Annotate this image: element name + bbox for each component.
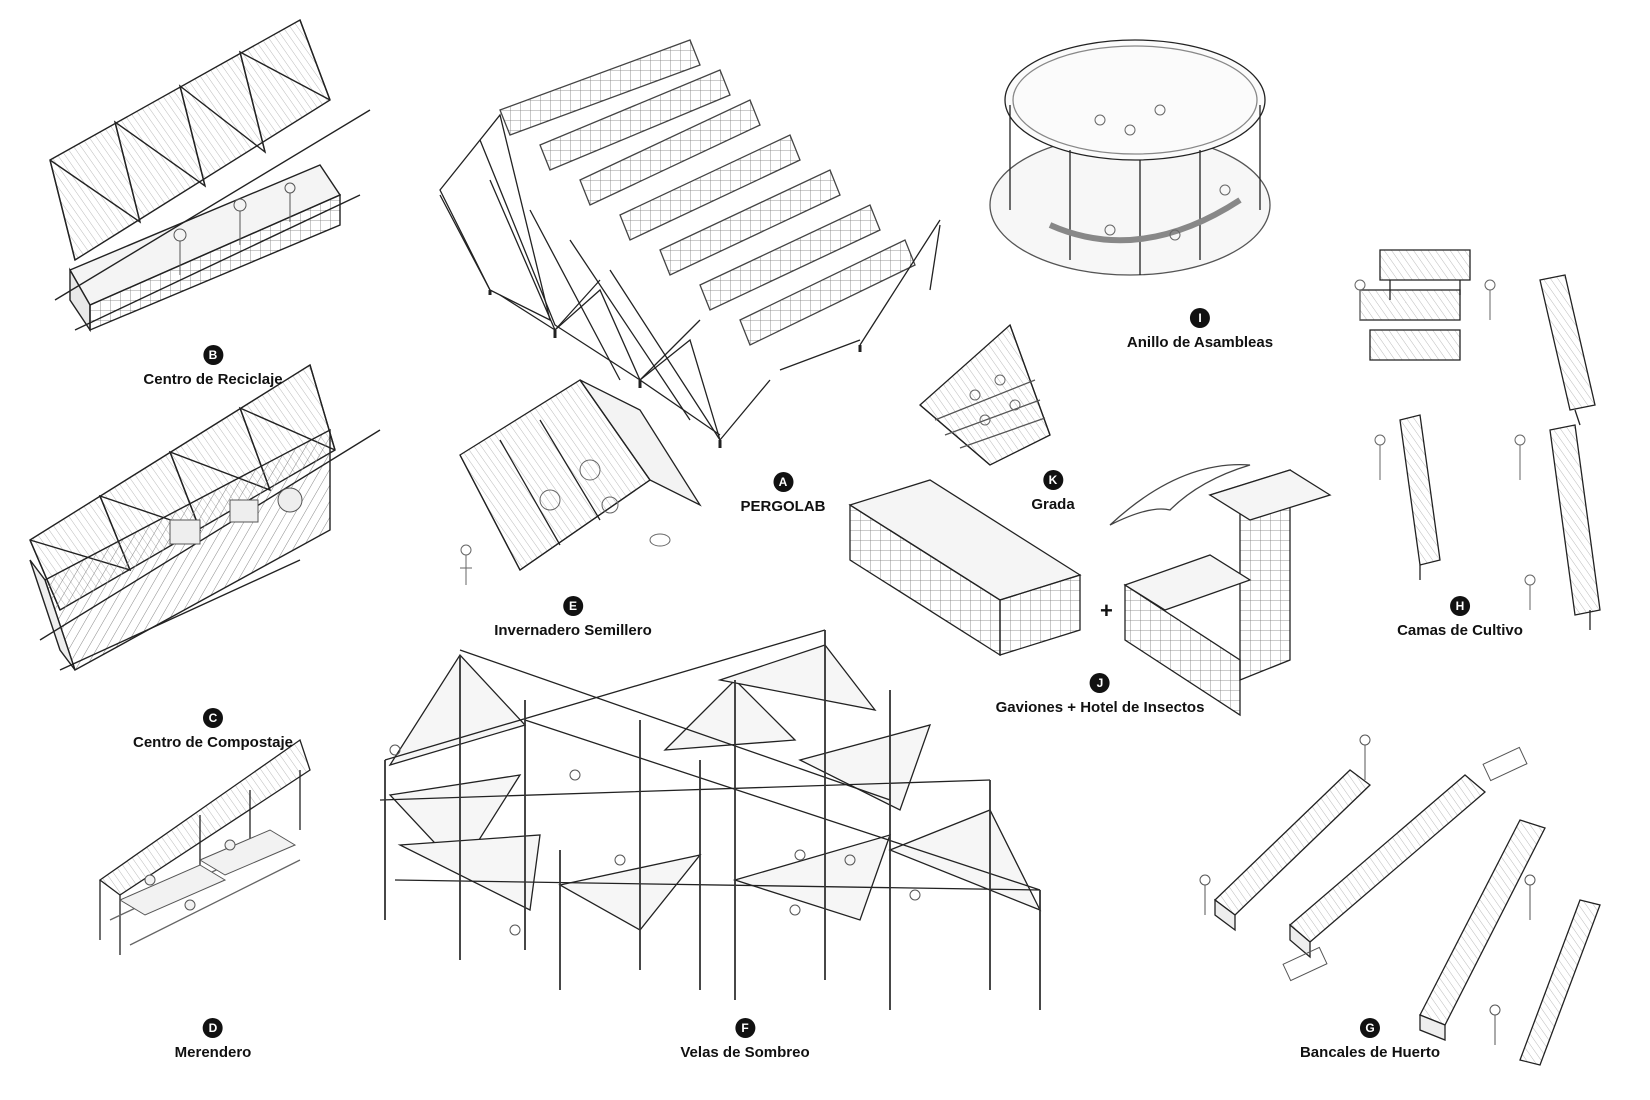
item-label-c: C Centro de Compostaje <box>133 708 293 751</box>
gabion-insect-hotel-drawing <box>850 465 1330 715</box>
recycling-center-drawing <box>50 20 370 330</box>
garden-beds-drawing <box>1200 735 1600 1065</box>
compost-center-drawing <box>30 365 380 670</box>
assembly-ring-drawing <box>990 40 1270 275</box>
item-label-k: K Grada <box>1031 470 1075 513</box>
badge-f: F <box>734 1018 755 1038</box>
badge-d: D <box>203 1018 223 1038</box>
badge-h: H <box>1450 596 1470 616</box>
title-greenhouse: Invernadero Semillero <box>494 622 652 639</box>
badge-b: B <box>203 345 223 365</box>
item-label-d: D Merendero <box>174 1018 252 1061</box>
title-pergolab: PERGOLAB <box>740 498 826 515</box>
item-label-a: A PERGOLAB <box>740 472 826 515</box>
title-compost-center: Centro de Compostaje <box>132 734 294 751</box>
title-recycling-center: Centro de Reciclaje <box>143 371 283 388</box>
item-label-b: B Centro de Reciclaje <box>143 345 283 388</box>
item-label-f: F Velas de Sombreo <box>680 1018 810 1061</box>
plus-sign: + <box>1100 598 1113 623</box>
item-label-j: J Gaviones + Hotel de Insectos <box>995 673 1205 716</box>
badge-g: G <box>1359 1018 1380 1038</box>
title-bleacher: Grada <box>1031 496 1075 513</box>
growing-beds-drawing <box>1355 250 1600 630</box>
picnic-shelter-drawing <box>100 740 310 955</box>
title-growing-beds: Camas de Cultivo <box>1397 622 1523 639</box>
badge-a: A <box>772 472 793 492</box>
title-gabions-insect-hotel: Gaviones + Hotel de Insectos <box>995 699 1205 716</box>
badge-j: J <box>1089 673 1110 693</box>
title-picnic-shelter: Merendero <box>174 1044 252 1061</box>
badge-k: K <box>1042 470 1063 490</box>
item-label-e: E Invernadero Semillero <box>494 596 652 639</box>
title-assembly-ring: Anillo de Asambleas <box>1126 334 1274 351</box>
title-garden-beds: Bancales de Huerto <box>1299 1044 1441 1061</box>
item-label-g: G Bancales de Huerto <box>1300 1018 1440 1061</box>
greenhouse-drawing <box>460 380 700 585</box>
bleacher-drawing <box>920 325 1050 465</box>
badge-i: I <box>1190 308 1210 328</box>
item-label-i: I Anillo de Asambleas <box>1127 308 1273 351</box>
item-label-h: H Camas de Cultivo <box>1397 596 1523 639</box>
title-shade-sails: Velas de Sombreo <box>680 1044 810 1061</box>
badge-c: C <box>203 708 223 728</box>
shade-sails-drawing <box>380 630 1040 1010</box>
pergolab-drawing <box>440 40 940 448</box>
badge-e: E <box>563 596 583 616</box>
